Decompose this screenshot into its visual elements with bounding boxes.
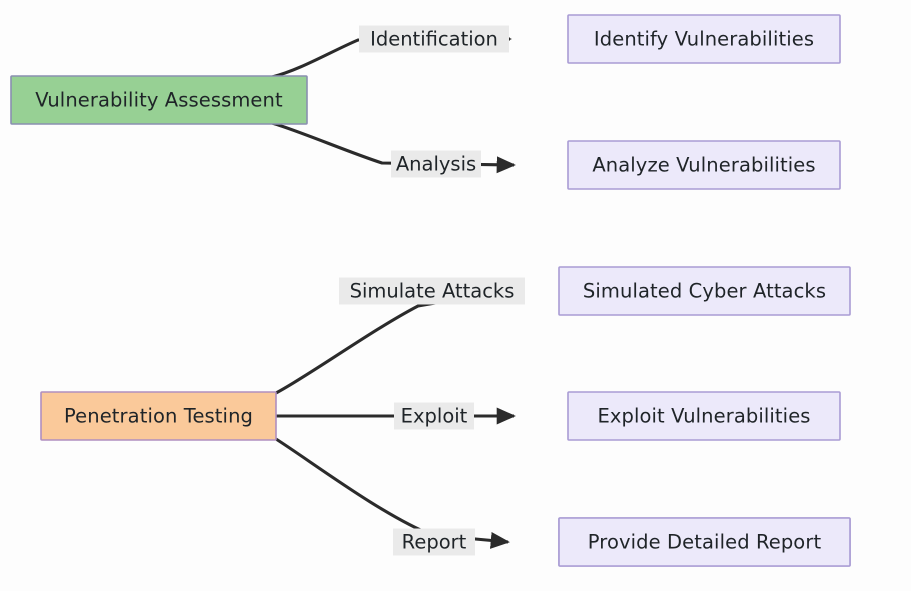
edge-label-background <box>359 25 509 53</box>
edge-label-edge-identification: Identification <box>359 25 509 53</box>
edge-label-text: Identification <box>370 28 498 51</box>
node-box <box>567 391 841 441</box>
edges-layer <box>271 30 516 549</box>
edge-label-background <box>393 528 475 556</box>
node-box <box>40 391 277 441</box>
node-box <box>558 266 851 316</box>
node-label: Identify Vulnerabilities <box>594 28 814 51</box>
node-analyze-vulnerabilities[interactable]: Analyze Vulnerabilities <box>567 140 841 190</box>
edge-label-edge-report: Report <box>393 528 475 556</box>
nodes-layer: Vulnerability Assessment Identify Vulnera… <box>10 14 851 567</box>
edge-edge-identification <box>271 30 512 79</box>
edge-edge-simulate-attacks <box>275 285 507 395</box>
node-simulated-cyber-attacks[interactable]: Simulated Cyber Attacks <box>558 266 851 316</box>
edge-label-background <box>339 277 525 305</box>
node-box <box>567 14 841 64</box>
edge-edge-report <box>275 437 510 549</box>
node-label: Simulated Cyber Attacks <box>583 280 826 303</box>
node-provide-detailed-report[interactable]: Provide Detailed Report <box>558 517 851 567</box>
edge-label-text: Analysis <box>396 153 476 176</box>
edge-label-text: Exploit <box>401 405 468 428</box>
node-label: Exploit Vulnerabilities <box>597 405 810 428</box>
edge-label-edge-analysis: Analysis <box>391 150 481 178</box>
node-identify-vulnerabilities[interactable]: Identify Vulnerabilities <box>567 14 841 64</box>
edge-label-edge-exploit: Exploit <box>394 402 474 430</box>
node-penetration-testing[interactable]: Penetration Testing <box>40 391 277 441</box>
edge-label-background <box>394 402 474 430</box>
edge-label-background <box>391 150 481 178</box>
node-label: Analyze Vulnerabilities <box>592 154 815 177</box>
node-vulnerability-assessment[interactable]: Vulnerability Assessment <box>10 75 308 125</box>
edge-label-edge-simulate-attacks: Simulate Attacks <box>339 277 525 305</box>
edge-label-text: Report <box>402 531 467 554</box>
node-label: Provide Detailed Report <box>588 531 822 554</box>
edge-label-text: Simulate Attacks <box>350 280 515 303</box>
node-exploit-vulnerabilities[interactable]: Exploit Vulnerabilities <box>567 391 841 441</box>
node-label: Vulnerability Assessment <box>35 89 283 112</box>
edge-edge-analysis <box>271 121 516 174</box>
node-box <box>567 140 841 190</box>
node-label: Penetration Testing <box>64 405 253 428</box>
node-box <box>10 75 308 125</box>
node-box <box>558 517 851 567</box>
